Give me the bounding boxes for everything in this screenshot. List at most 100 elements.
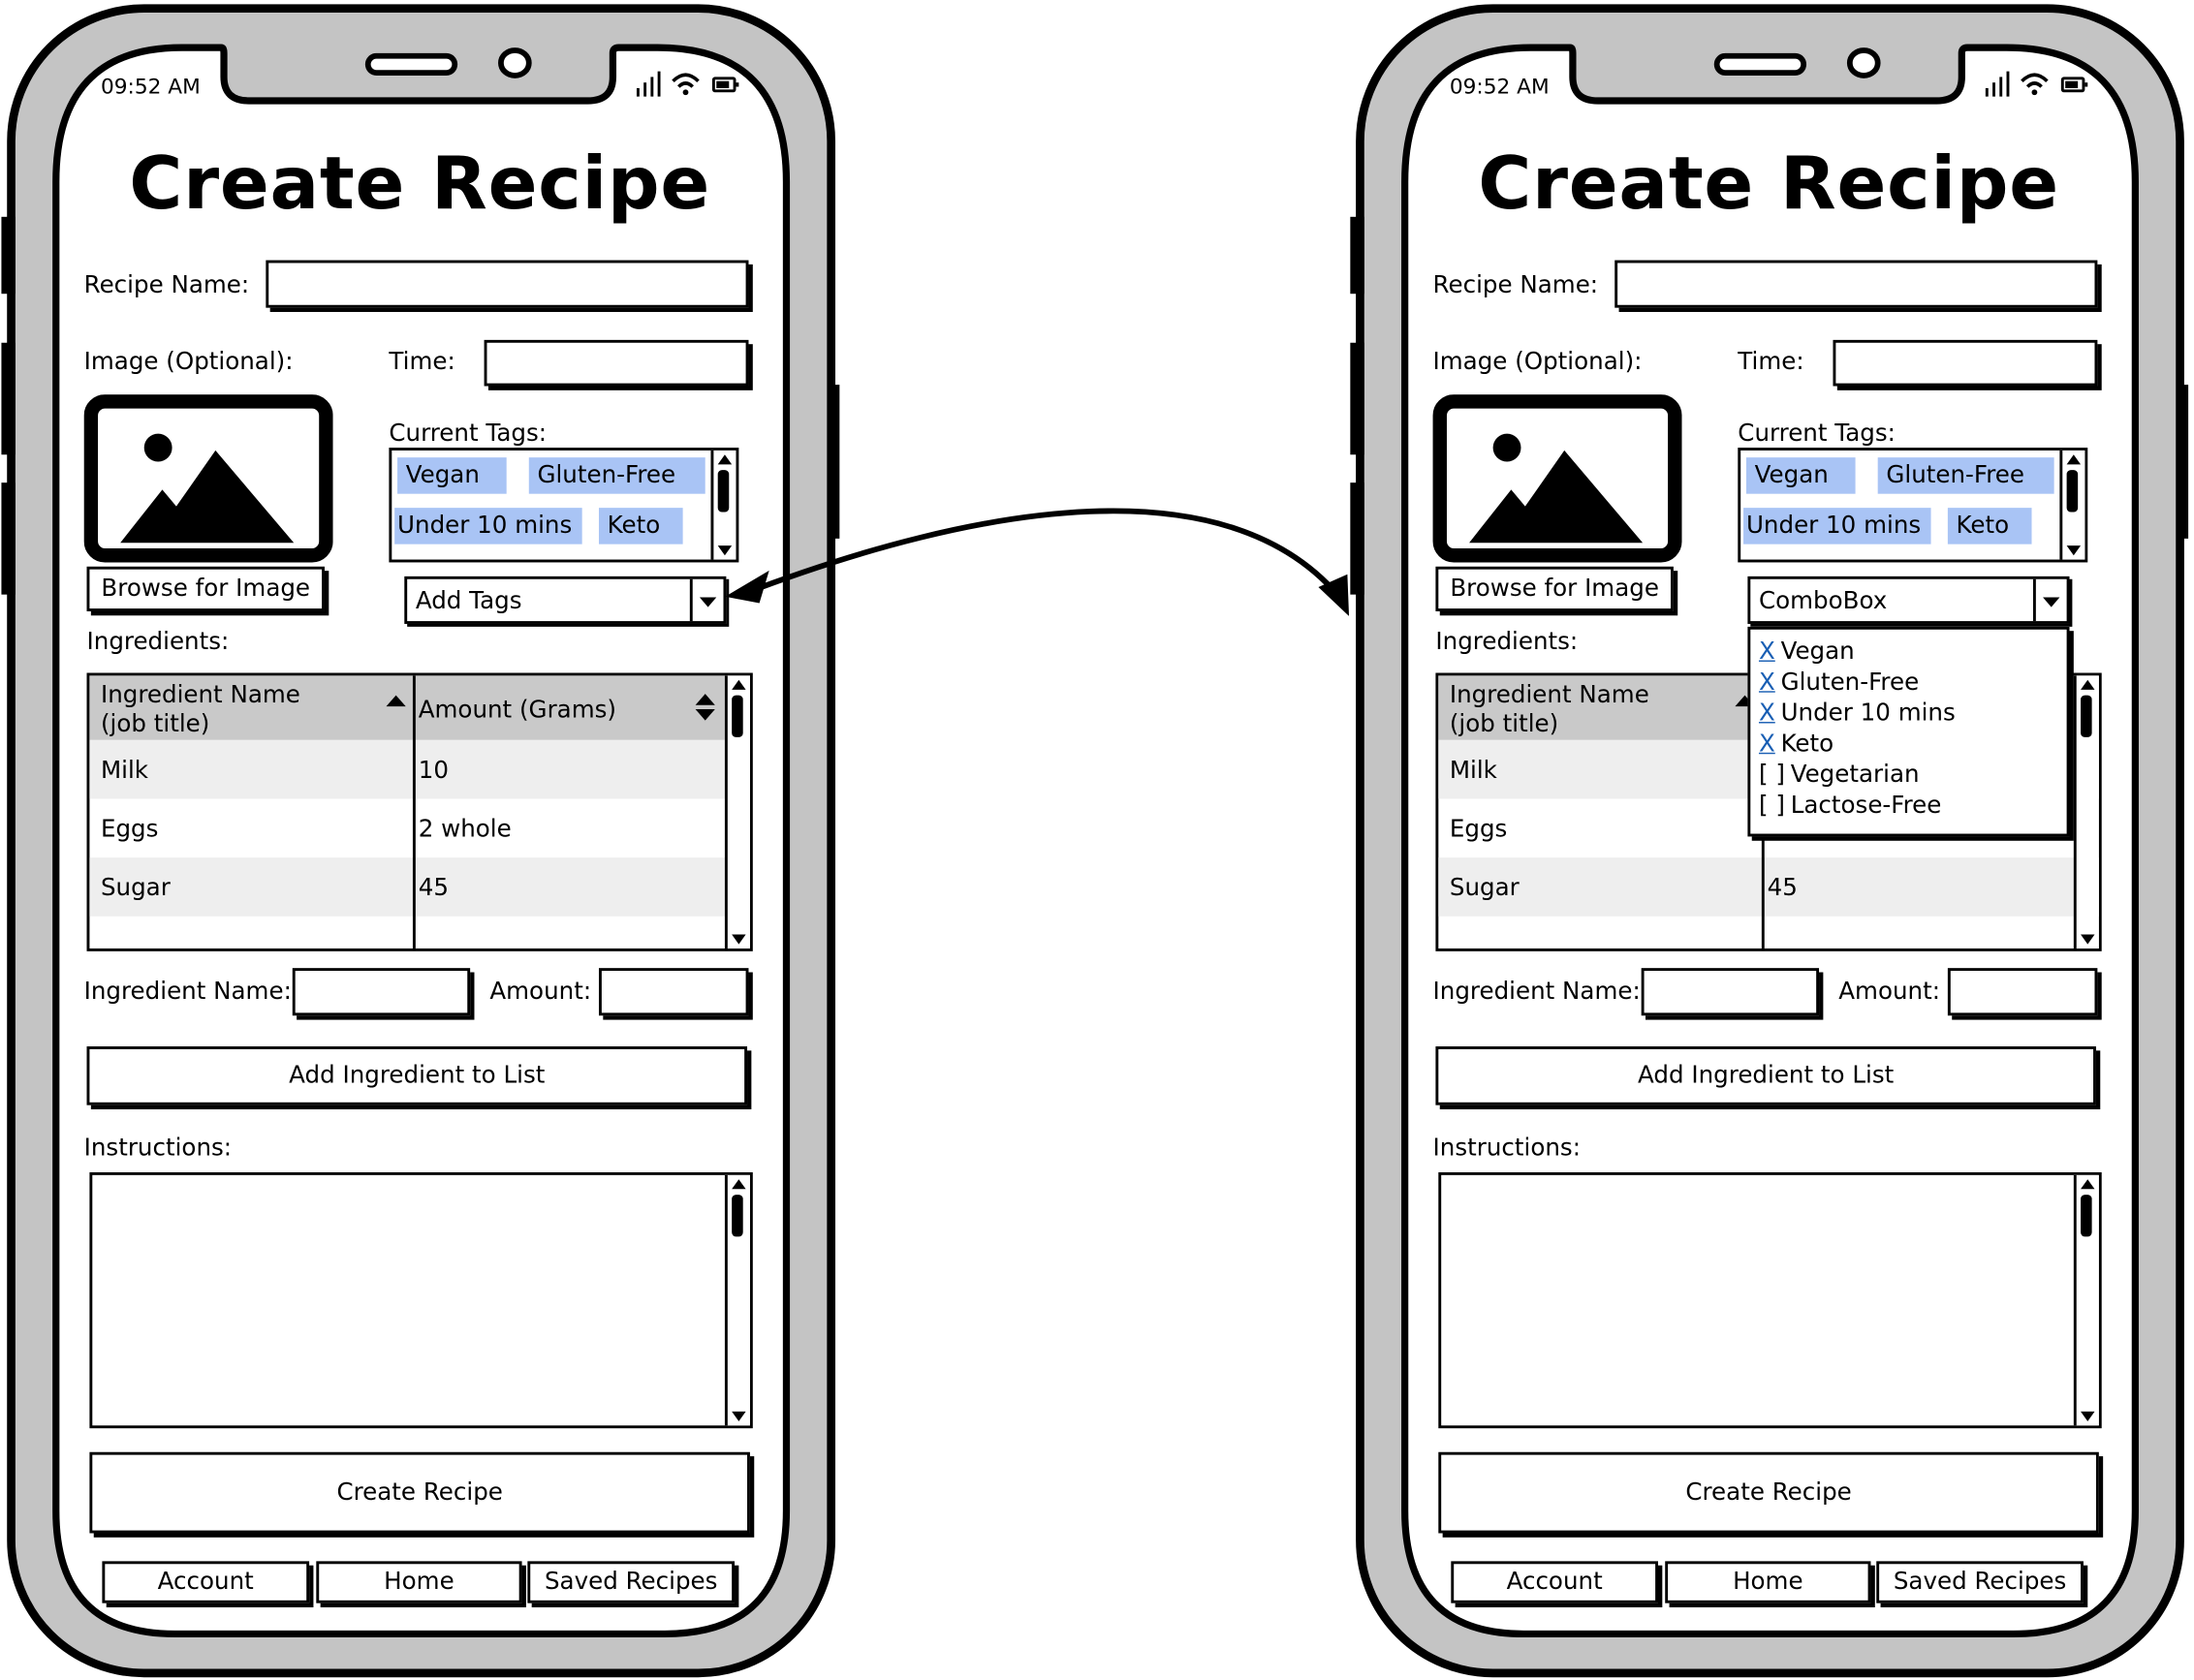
image-placeholder-icon: [83, 394, 333, 563]
instructions-scrollbar[interactable]: [724, 1174, 750, 1426]
option-label: Vegan: [1780, 638, 1855, 667]
current-tags-label: Current Tags:: [1738, 420, 1896, 449]
column-divider: [412, 675, 416, 949]
time-label: Time:: [389, 348, 455, 377]
create-recipe-button[interactable]: Create Recipe: [89, 1451, 750, 1534]
check-mark[interactable]: X: [1758, 730, 1775, 759]
column-ingredient-name[interactable]: Ingredient Name (job title): [100, 681, 300, 739]
check-mark[interactable]: X: [1758, 699, 1775, 728]
nav-home[interactable]: Home: [1665, 1561, 1871, 1603]
time-input[interactable]: [484, 339, 749, 387]
add-ingredient-button[interactable]: Add Ingredient to List: [1435, 1046, 2096, 1105]
sort-asc-icon[interactable]: [1735, 695, 1755, 707]
chevron-down-icon[interactable]: [689, 578, 724, 622]
table-row[interactable]: Milk 10: [89, 739, 750, 799]
ingredients-table[interactable]: Ingredient Name (job title) Amount (Gram…: [86, 672, 753, 951]
table-row[interactable]: Sugar 45: [89, 857, 750, 917]
check-mark[interactable]: X: [1758, 669, 1775, 698]
current-tags-label: Current Tags:: [389, 420, 548, 449]
amount-label: Amount:: [1838, 978, 1941, 1007]
phone-left: 09:52 AM Create Recipe Recipe Name: Imag…: [0, 0, 840, 1680]
ingredient-name-input[interactable]: [1641, 968, 1820, 1016]
option-lactose-free[interactable]: [ ]Lactose-Free: [1758, 792, 1941, 821]
cell-amount: 2 whole: [418, 815, 512, 844]
tags-scrollbar[interactable]: [2059, 450, 2085, 560]
cell-ingredient: Eggs: [100, 815, 159, 844]
page-title: Create Recipe: [129, 142, 711, 227]
nav-home[interactable]: Home: [316, 1561, 522, 1603]
recipe-name-input[interactable]: [1614, 260, 2098, 308]
table-row[interactable]: Sugar 45: [1438, 857, 2099, 917]
column-ingredient-name[interactable]: Ingredient Name (job title): [1449, 681, 1649, 739]
instructions-textarea[interactable]: [89, 1171, 753, 1429]
recipe-name-input[interactable]: [266, 260, 749, 308]
time-label: Time:: [1738, 348, 1804, 377]
nav-account[interactable]: Account: [102, 1561, 310, 1603]
combobox-value: Add Tags: [415, 587, 522, 616]
cell-ingredient: Sugar: [1449, 874, 1520, 903]
amount-input[interactable]: [1947, 968, 2098, 1016]
instructions-label: Instructions:: [83, 1134, 233, 1163]
instructions-scrollbar[interactable]: [2073, 1174, 2099, 1426]
current-tags-list[interactable]: Vegan Gluten-Free Under 10 mins Keto: [389, 448, 739, 563]
checkbox-empty[interactable]: [ ]: [1758, 761, 1785, 790]
time-input[interactable]: [1833, 339, 2098, 387]
tag-vegan[interactable]: Vegan: [397, 457, 507, 494]
ingredient-name-input[interactable]: [292, 968, 471, 1016]
add-ingredient-button[interactable]: Add Ingredient to List: [86, 1046, 748, 1105]
create-recipe-button[interactable]: Create Recipe: [1438, 1451, 2099, 1534]
sort-up-icon[interactable]: [695, 694, 715, 705]
recipe-name-label: Recipe Name:: [83, 271, 250, 299]
option-vegetarian[interactable]: [ ]Vegetarian: [1759, 763, 1920, 788]
nav-saved-recipes[interactable]: Saved Recipes: [1876, 1561, 2084, 1603]
table-scrollbar[interactable]: [2073, 675, 2099, 949]
tag-under-10-mins[interactable]: Under 10 mins: [394, 508, 582, 544]
tags-combobox[interactable]: ComboBox: [1747, 576, 2070, 624]
browse-image-button[interactable]: Browse for Image: [86, 566, 325, 611]
tag-gluten-free[interactable]: Gluten-Free: [528, 457, 705, 494]
combobox-value: ComboBox: [1758, 587, 1888, 616]
table-header: Ingredient Name (job title) Amount (Gram…: [89, 675, 750, 740]
browse-image-button[interactable]: Browse for Image: [1435, 566, 1674, 611]
option-label: Vegetarian: [1790, 761, 1920, 790]
nav-account[interactable]: Account: [1451, 1561, 1658, 1603]
check-mark[interactable]: X: [1758, 638, 1775, 667]
image-label: Image (Optional):: [1432, 348, 1643, 377]
amount-input[interactable]: [598, 968, 749, 1016]
status-time: 09:52 AM: [1449, 74, 1550, 100]
cell-ingredient: Sugar: [100, 874, 171, 903]
cell-amount: 45: [418, 874, 449, 903]
checkbox-empty[interactable]: [ ]: [1758, 792, 1785, 821]
tag-under-10-mins[interactable]: Under 10 mins: [1743, 508, 1931, 544]
sort-asc-icon[interactable]: [386, 695, 406, 707]
tag-keto[interactable]: Keto: [1947, 508, 2032, 544]
option-label: Under 10 mins: [1780, 699, 1956, 728]
cell-amount: 45: [1767, 874, 1798, 903]
table-row[interactable]: Eggs 2 whole: [89, 798, 750, 857]
recipe-name-label: Recipe Name:: [1432, 271, 1599, 299]
ingredient-name-label: Ingredient Name:: [83, 978, 292, 1007]
chevron-down-icon[interactable]: [2032, 578, 2067, 622]
image-placeholder-icon: [1432, 394, 1682, 563]
sort-down-icon[interactable]: [695, 709, 715, 721]
tag-gluten-free[interactable]: Gluten-Free: [1877, 457, 2054, 494]
table-scrollbar[interactable]: [724, 675, 750, 949]
tag-vegan[interactable]: Vegan: [1745, 457, 1856, 494]
phone-right: 09:52 AM Create Recipe Recipe Name: Imag…: [1349, 0, 2189, 1680]
nav-saved-recipes[interactable]: Saved Recipes: [527, 1561, 736, 1603]
current-tags-list[interactable]: Vegan Gluten-Free Under 10 mins Keto: [1738, 448, 2088, 563]
tag-keto[interactable]: Keto: [598, 508, 683, 544]
instructions-textarea[interactable]: [1438, 1171, 2102, 1429]
column-amount[interactable]: Amount (Grams): [418, 697, 617, 725]
tags-scrollbar[interactable]: [710, 450, 737, 560]
ingredients-label: Ingredients:: [1435, 628, 1579, 657]
option-label: Gluten-Free: [1780, 669, 1920, 698]
add-tags-combobox[interactable]: Add Tags: [404, 576, 727, 624]
ingredients-label: Ingredients:: [86, 628, 230, 657]
